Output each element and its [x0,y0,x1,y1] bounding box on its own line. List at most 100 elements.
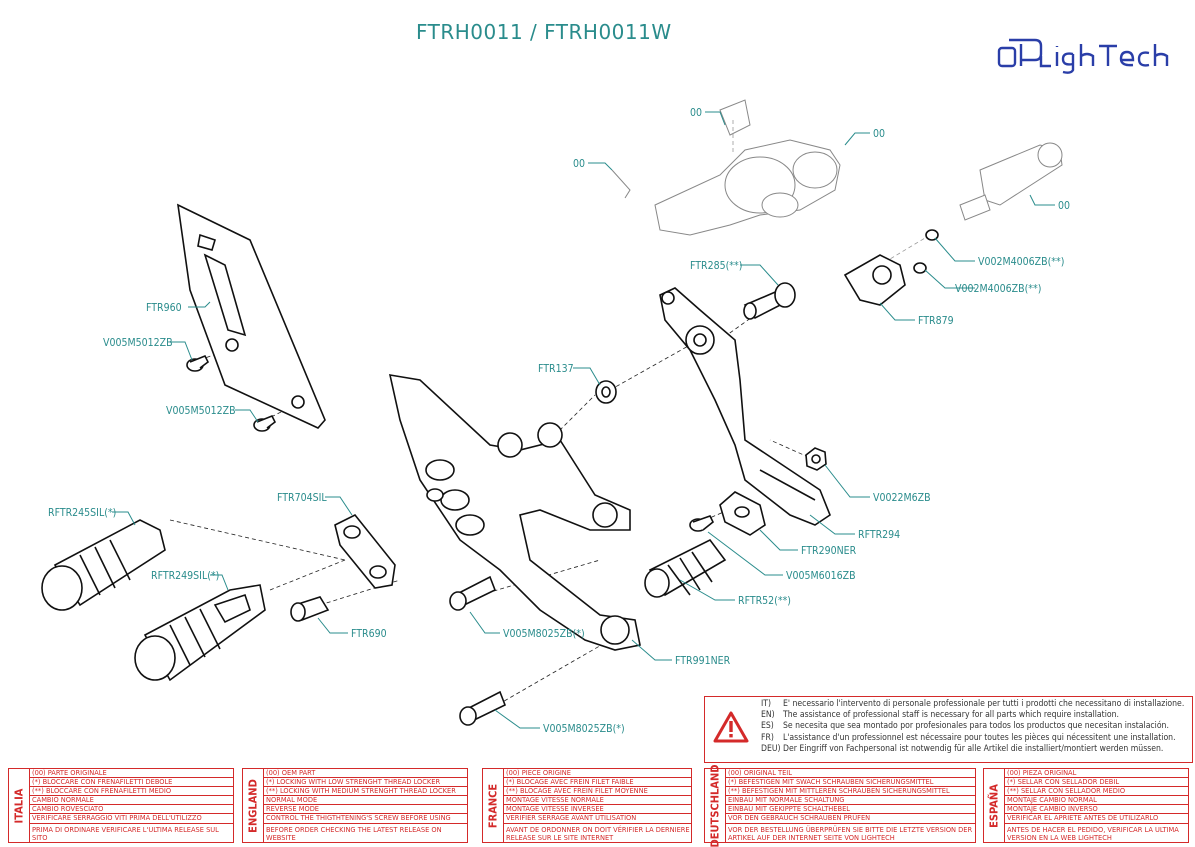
rearset-plate-ftr991ner [388,374,641,651]
legend-last-row: BEFORE ORDER CHECKING THE LATEST RELEASE… [266,824,442,842]
legend-last-row: ANTES DE HACER EL PEDIDO, VERIFICAR LA U… [1007,824,1179,842]
legend-row: (**) SELLAR CON SELLADOR MEDIO [1005,787,1188,797]
label-v005m5012zb-1: V005M5012ZB [103,337,173,349]
washer-ftr137 [595,380,617,404]
warning-line-en: EN)The assistance of professional staff … [761,710,1119,721]
label-oem-3: 00 [573,158,585,170]
label-v005m6016zb: V005M6016ZB [786,570,856,582]
screw-v005m6016zb [689,515,715,532]
pin-ftr285 [743,282,796,320]
legend-row: REVERSE MODE [264,805,467,815]
legend-row: CAMBIO NORMALE [30,796,233,806]
oem-pushrod [959,142,1063,221]
label-v002m4006zb-2: V002M4006ZB(**) [955,283,1041,295]
legend-last-row: PRIMA DI ORDINARE VERIFICARE L'ULTIMA RE… [32,824,219,842]
legend-country: FRANCE [486,783,500,828]
legend-england: ENGLAND (00) OEM PART (*) LOCKING WITH L… [242,768,468,843]
nut-v0022m6zb [805,447,827,471]
label-ftr285: FTR285(**) [690,260,742,272]
legend-row: (*) BLOCAGE AVEC FREIN FILET FAIBLE [504,778,691,788]
legend-row: (00) PIECE ORIGINE [504,769,691,779]
legend-row: (00) PIEZA ORIGINAL [1005,769,1188,779]
bolt-v005m8025zb-1 [449,575,497,611]
legend-row: (**) LOCKING WITH MEDIUM STRENGHT THREAD… [264,787,467,797]
oem-master-cylinder [611,99,841,236]
legend-row: (*) SELLAR CON SELLADOR DEBIL [1005,778,1188,788]
legend-row: MONTAGE VITESSE INVERSEE [504,805,691,815]
legend-row: (**) BLOCAGE AVEC FREIN FILET MOYENNE [504,787,691,797]
legend-row: MONTAJE CAMBIO INVERSO [1005,805,1188,815]
label-rftr249sil: RFTR249SIL(*) [151,570,219,582]
label-rftr294: RFTR294 [858,529,900,541]
legend-country: ITALIA [12,788,26,823]
label-v0022m6zb: V0022M6ZB [873,492,931,504]
legend-italia: ITALIA (00) PARTE ORIGINALE (*) BLOCCARE… [8,768,234,843]
legend-row: (**) BEFESTIGEN MIT MITTLEREN SCHRAUBEN … [726,787,975,797]
screw-v005m5012zb-1 [186,354,210,372]
label-v005m8025zb-2: V005M8025ZB(*) [543,723,625,735]
legend-row: (*) LOCKING WITH LOW STRENGHT THREAD LOC… [264,778,467,788]
legend-row: NORMAL MODE [264,796,467,806]
warning-line-de: DEU)Der Eingriff von Fachpersonal ist no… [761,743,1164,754]
warning-line-fr: FR)L'assistance d'un professionnel est n… [761,732,1176,743]
label-oem-2: 00 [873,128,885,140]
legend-row: CONTROL THE THIGTHTENING'S SCREW BEFORE … [264,814,467,824]
label-ftr991ner: FTR991NER [675,655,731,667]
label-ftr960: FTR960 [146,302,182,314]
legend-row: VOR DEN GEBRAUCH SCHRAUBEN PRÜFEN [726,814,975,824]
footpeg-rftr245sil [41,519,166,611]
heel-guard-ftr960 [176,203,326,429]
label-rftr245sil: RFTR245SIL(*) [48,507,116,519]
legend-espana: ESPAÑA (00) PIEZA ORIGINAL (*) SELLAR CO… [983,768,1189,843]
label-ftr137: FTR137 [538,363,574,375]
legend-row: VERIFIER SERRAGE AVANT UTILISATION [504,814,691,824]
label-rftr52: RFTR52(**) [738,595,791,607]
label-ftr879: FTR879 [918,315,954,327]
installation-warning-box: IT)E' necessario l'intervento di persona… [704,696,1193,763]
legend-row: (00) OEM PART [264,769,467,779]
legend-row: (00) PARTE ORIGINALE [30,769,233,779]
legend-row: (**) BLOCCARE CON FRENAFILETTI MEDIO [30,787,233,797]
legend-deutschland: DEUTSCHLAND (00) ORIGINAL TEIL (*) BEFES… [704,764,976,847]
warning-line-it: IT)E' necessario l'intervento di persona… [761,699,1185,709]
warning-triangle-icon [713,711,749,743]
legend-country: ENGLAND [246,778,260,833]
shift-lever-rftr294 [659,287,831,526]
spacer-ftr704sil [334,513,396,589]
label-ftr690: FTR690 [351,628,387,640]
label-v005m5012zb-2: V005M5012ZB [166,405,236,417]
bracket-ftr879 [843,229,939,306]
legend-row: (00) ORIGINAL TEIL [726,769,975,779]
bolt-v005m8025zb-2 [459,690,507,726]
label-oem-4: 00 [1058,200,1070,212]
warning-line-es: ES)Se necesita que sea montado por profe… [761,721,1169,732]
drawing-title: FTRH0011 / FTRH0011W [416,20,672,44]
legend-row: (*) BLOCCARE CON FRENAFILETTI DEBOLE [30,778,233,788]
label-v002m4006zb-1: V002M4006ZB(**) [978,256,1064,268]
shift-peg-rftr52 [644,538,727,598]
legend-row: EINBAU MIT NORMALE SCHALTUNG [726,796,975,806]
legend-last-row: VOR DER BESTELLUNG ÜBERPRÜFEN SIE BITTE … [728,824,973,842]
footpeg-rftr249sil [134,584,266,682]
label-v005m8025zb-1: V005M8025ZB(*) [503,628,585,640]
legend-row: VERIFICAR EL APRIETE ANTES DE UTILIZARLO [1005,814,1188,824]
legend-row: VERIFICARE SERRAGGIO VITI PRIMA DELL'UTI… [30,814,233,824]
legend-country: ESPAÑA [987,783,1001,828]
label-ftr704sil: FTR704SIL [277,492,327,504]
link-ftr290ner [719,491,766,536]
warning-lines: IT)E' necessario l'intervento di persona… [761,699,1188,755]
legend-country: DEUTSCHLAND [708,764,722,847]
legend-france: FRANCE (00) PIECE ORIGINE (*) BLOCAGE AV… [482,768,692,843]
legend-row: MONTAJE CAMBIO NORMAL [1005,796,1188,806]
legend-last-row: AVANT DE ORDONNER ON DOIT VÉRIFIER LA DE… [506,824,690,842]
legend-row: (*) BEFESTIGEN MIT SWACH SCHRAUBEN SICHE… [726,778,975,788]
label-ftr290ner: FTR290NER [801,545,857,557]
screw-v005m5012zb-2 [253,414,277,432]
lightech-logo [997,38,1169,74]
label-oem-1: 00 [690,107,702,119]
legend-row: CAMBIO ROVESCIATO [30,805,233,815]
legend-row: EINBAU MIT GEKIPPTE SCHALTHEBEL [726,805,975,815]
bolt-ftr690 [290,596,330,622]
legend-row: MONTAGE VITESSE NORMALE [504,796,691,806]
